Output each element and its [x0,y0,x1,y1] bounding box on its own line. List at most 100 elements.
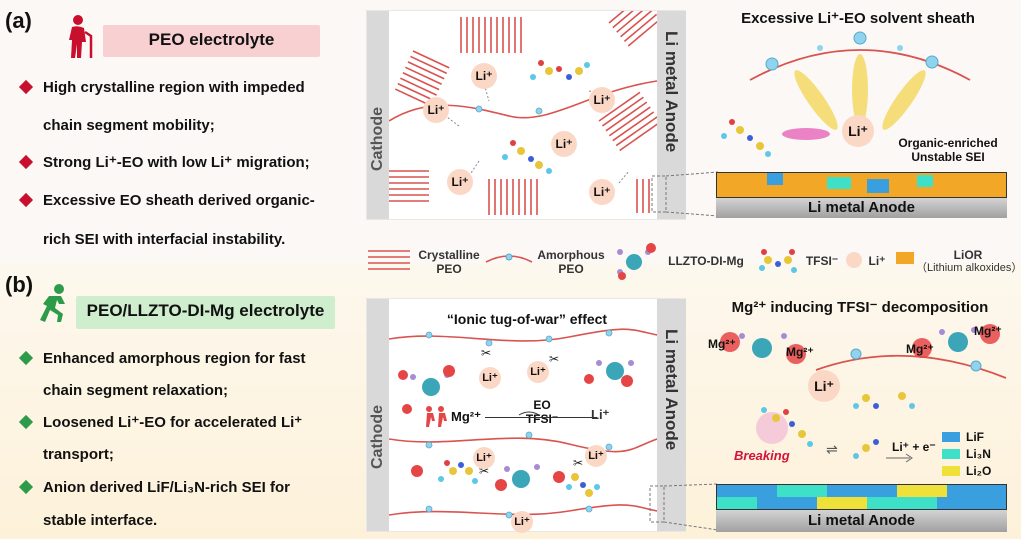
svg-text:✂: ✂ [481,346,491,360]
li2o-label: Li₂O [966,464,992,478]
panel-a-bullet-3-cont: rich SEI with interfacial instability. [43,231,286,248]
li-ion-center: Li⁺ [808,370,840,402]
sei-brick [867,497,937,509]
sei-brick [717,485,777,497]
sei-brick [777,485,827,497]
cathode-bar [367,299,389,531]
panel-b-bullet-2-cont: transport; [43,446,114,463]
sei-brick [717,497,757,509]
sei-label-line-2: Unstable SEI [911,150,985,165]
mg-ion-label: Mg²⁺ [786,345,814,359]
red-diamond-icon [18,79,34,95]
tug-rope [485,417,597,418]
li-ion: Li⁺ [471,63,497,89]
tfsi-label: TFSI⁻ [525,411,559,426]
reaction-label: Li⁺ + e⁻ [892,440,936,454]
llzto-di-mg-legend-icon [617,243,656,280]
amorphous-peo-chains-b: ✂ ✂ ✂ ✂ [389,328,657,519]
breaking-label: Breaking [734,448,790,463]
running-person-icon [35,284,71,324]
mg-ion-label: Mg²⁺ [906,342,934,356]
svg-text:⇌: ⇌ [826,442,838,458]
li-ion: Li⁺ [585,445,607,467]
li-ion: Li⁺ [589,87,615,113]
li-ion: Li⁺ [473,447,495,469]
panel-b-bullet-3-cont: stable interface. [43,512,158,529]
sei-label: Organic-enriched Unstable SEI [878,136,1018,165]
cathode-label: Cathode [369,107,386,171]
sei-brick [937,497,1006,509]
tfsi-legend-icon [759,249,797,273]
li2o-swatch [942,466,960,476]
panel-b-electrolyte-diagram: Cathode Li metal Anode “Ionic tug-of-war… [366,298,686,533]
amorphous-label-line-1: Amorphous [537,248,605,262]
li-ion: Li⁺ [527,361,549,383]
li3n-label: Li₃N [966,447,991,461]
green-diamond-icon [18,414,34,430]
crystalline-peo-legend-icon [368,250,410,270]
li-ion: Li⁺ [423,97,449,123]
eo-tfsi-labels: EO TFSI⁻ [517,398,567,427]
amorphous-label-line-2: PEO [558,262,584,277]
lior-sublabel: （Lithium alkoxides） [916,262,1021,275]
red-diamond-icon [18,192,34,208]
li-legend-icon [846,252,862,268]
llzto-legend-label: LLZTO-DI-Mg [668,254,744,268]
lior-legend-label: LiOR （Lithium alkoxides） [916,248,1021,276]
lior-label: LiOR [953,248,983,262]
panel-a-title: PEO electrolyte [103,25,320,57]
anode-label: Li metal Anode [662,31,681,153]
svg-text:✂: ✂ [573,456,583,470]
green-diamond-icon [18,350,34,366]
tfsi-legend-label: TFSI⁻ [805,254,839,268]
lior-legend-icon [896,252,914,264]
panel-b-bullet-3: Anion derived LiF/Li₃N-rich SEI for [18,479,351,496]
crystalline-label-line-1: Crystalline [418,248,480,262]
sei-label-line-1: Organic-enriched [898,136,998,150]
panel-a-bullet-3: Excessive EO sheath derived organic- [18,192,351,209]
crystalline-label-line-2: PEO [436,262,462,277]
li-ion: Li⁺ [589,179,615,205]
svg-text:✂: ✂ [549,352,559,366]
lif-label: LiF [966,430,984,444]
sei-grain [917,175,933,187]
li3n-swatch [942,449,960,459]
zoom-lines-b [649,483,719,531]
li-ion-center: Li⁺ [842,115,874,147]
svg-text:✂: ✂ [479,464,489,478]
amorphous-peo-legend-label: Amorphous PEO [534,248,608,277]
tug-mg-label: Mg²⁺ [451,409,481,424]
cathode-bar [367,11,389,219]
elderly-person-icon [64,14,98,60]
tug-li-label: Li⁺ [591,407,610,422]
panel-b-bullet-1: Enhanced amorphous region for fast [18,350,351,367]
sei-grain [827,177,851,189]
sei-grain [767,173,783,185]
sei-grain [867,179,889,193]
mg-ion-label: Mg²⁺ [974,324,1002,338]
sei-brick [947,485,1006,497]
panel-b-bullet-1-cont: chain segment relaxation; [43,382,229,399]
sei-brick [757,497,817,509]
panel-b-label: (b) [5,272,34,297]
anode-b-label: Li metal Anode [716,510,1007,532]
mg-ion-label: Mg²⁺ [708,337,736,351]
panel-b-bullet-2: Loosened Li⁺-EO for accelerated Li⁺ [18,414,351,431]
zoom-lines-a [651,171,719,217]
crystalline-peo-legend-label: Crystalline PEO [414,248,484,277]
panel-b-title: PEO/LLZTO-DI-Mg electrolyte [76,296,335,329]
solvent-sheath-title: Excessive Li⁺-EO solvent sheath [741,10,975,27]
anode-a-label: Li metal Anode [716,198,1007,218]
anode-bar [657,299,686,531]
panel-a-bullet-1-cont: chain segment mobility; [43,117,215,134]
anode-bar [657,11,686,219]
lif-swatch [942,432,960,442]
panel-a-label: (a) [5,8,32,33]
red-diamond-icon [18,154,34,170]
li-ion: Li⁺ [447,169,473,195]
panel-a-bullet-1: High crystalline region with impeded [18,79,351,96]
li-ion: Li⁺ [511,511,533,533]
decomposition-illustration: ⇌ [720,324,1007,463]
decomposition-title: Mg²⁺ inducing TFSI⁻ decomposition [731,299,989,316]
green-diamond-icon [18,479,34,495]
